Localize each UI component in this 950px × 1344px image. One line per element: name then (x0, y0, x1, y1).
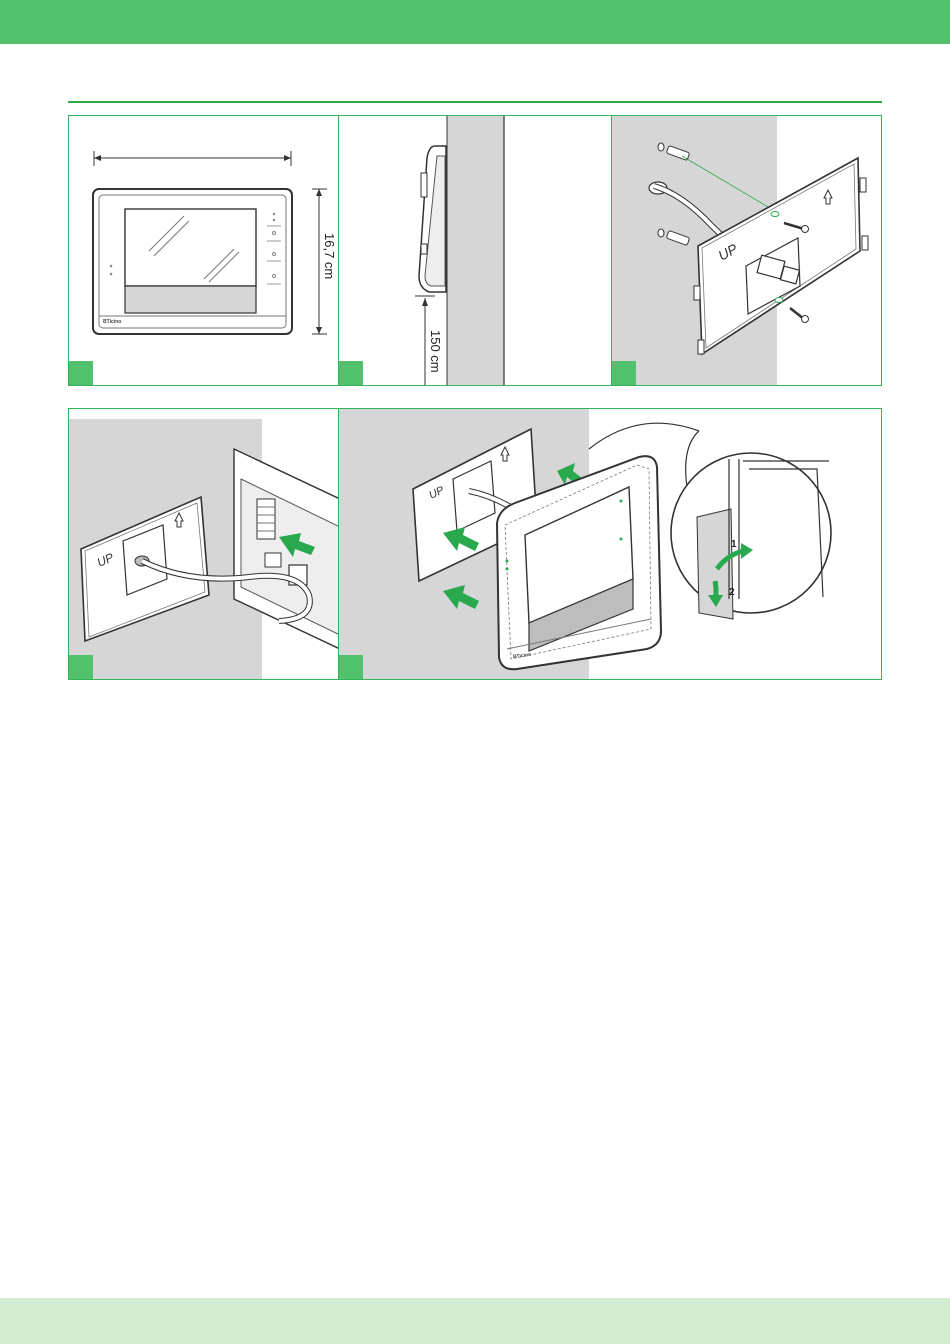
step-marker-4 (69, 655, 93, 679)
front-view-drawing (69, 116, 339, 386)
step-marker-3 (612, 361, 636, 385)
panel-side-mounting-height: 150 cm (338, 115, 612, 386)
height-dimension-label: 16,7 cm (322, 233, 337, 279)
hook-step-1: 1 (731, 539, 737, 550)
panel-device-hooking: UP 1 2 BTicino (338, 408, 882, 680)
side-view-drawing (339, 116, 612, 386)
step-marker-2 (339, 361, 363, 385)
panel-wall-plate-fixing: UP (611, 115, 882, 386)
device-hooking-drawing (339, 409, 882, 680)
step-marker-1 (69, 361, 93, 385)
section-divider (68, 101, 882, 103)
step-marker-5 (339, 655, 363, 679)
mount-height-label: 150 cm (428, 330, 443, 373)
header-bar (0, 0, 950, 44)
cable-connection-drawing (69, 409, 339, 680)
panel-cable-connection: UP (68, 408, 339, 680)
footer-bar (0, 1298, 950, 1344)
hook-step-2: 2 (729, 587, 735, 598)
panel-front-dimensions: BTicino 16,7 cm (68, 115, 339, 386)
device-logo: BTicino (103, 319, 121, 325)
wall-plate-drawing (612, 116, 882, 386)
